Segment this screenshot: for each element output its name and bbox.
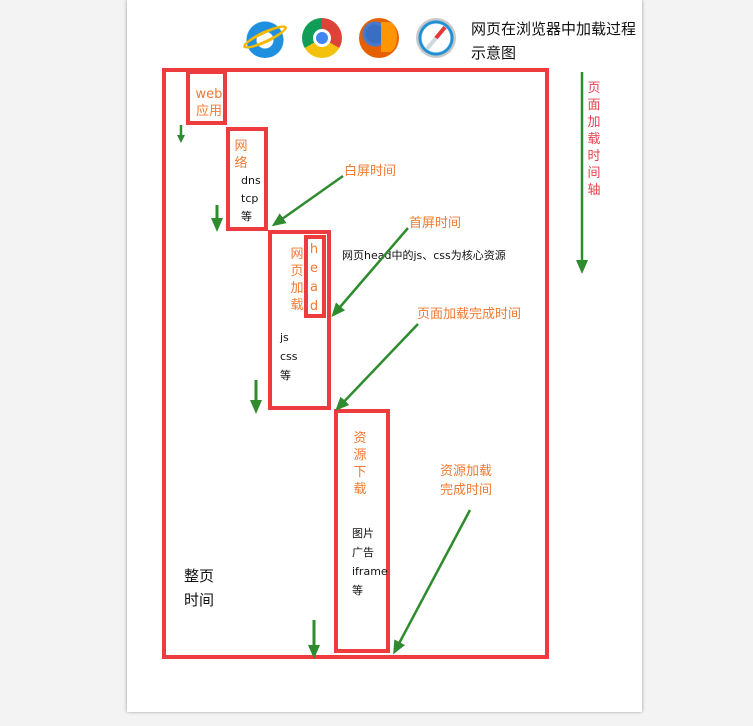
diagram-title: 网页在浏览器中加载过程 示意图: [471, 20, 637, 62]
ie-icon: [240, 18, 290, 58]
full-page-box: [162, 68, 549, 659]
white-screen-arrow: [271, 174, 344, 227]
timeline-label: 页面加载时间轴: [587, 81, 601, 198]
head-box: [304, 235, 326, 318]
head-label: head: [309, 242, 319, 314]
web-app-box: [186, 70, 227, 125]
network-box: [226, 127, 268, 231]
page-load-box: [268, 230, 331, 410]
web-app-label: web 应用: [195, 87, 223, 119]
network-title: 网络: [234, 139, 248, 171]
resource-download-title: 资源下载: [353, 431, 367, 497]
resources-loaded-label: 资源加载 完成时间: [440, 464, 493, 498]
white-screen-label: 白屏时间: [344, 164, 397, 179]
resource-download-box: [334, 409, 390, 653]
page-load-items: js css 等: [280, 331, 298, 382]
page-load-title: 网页加载: [290, 247, 304, 313]
diagram-sheet: [127, 0, 642, 712]
firefox-icon: [359, 18, 399, 58]
first-screen-arrow: [331, 227, 409, 318]
chrome-icon: [302, 18, 342, 58]
first-screen-label: 首屏时间: [409, 216, 462, 231]
full-page-time-label: 整页 时间: [184, 567, 215, 609]
safari-icon: [416, 18, 456, 58]
page-loaded-label: 页面加载完成时间: [417, 307, 522, 322]
page-loaded-arrow: [335, 323, 419, 411]
network-items: dns tcp 等: [241, 174, 261, 223]
resources-loaded-arrow: [393, 509, 472, 655]
resource-download-items: 图片 广告 iframe 等: [352, 527, 388, 597]
